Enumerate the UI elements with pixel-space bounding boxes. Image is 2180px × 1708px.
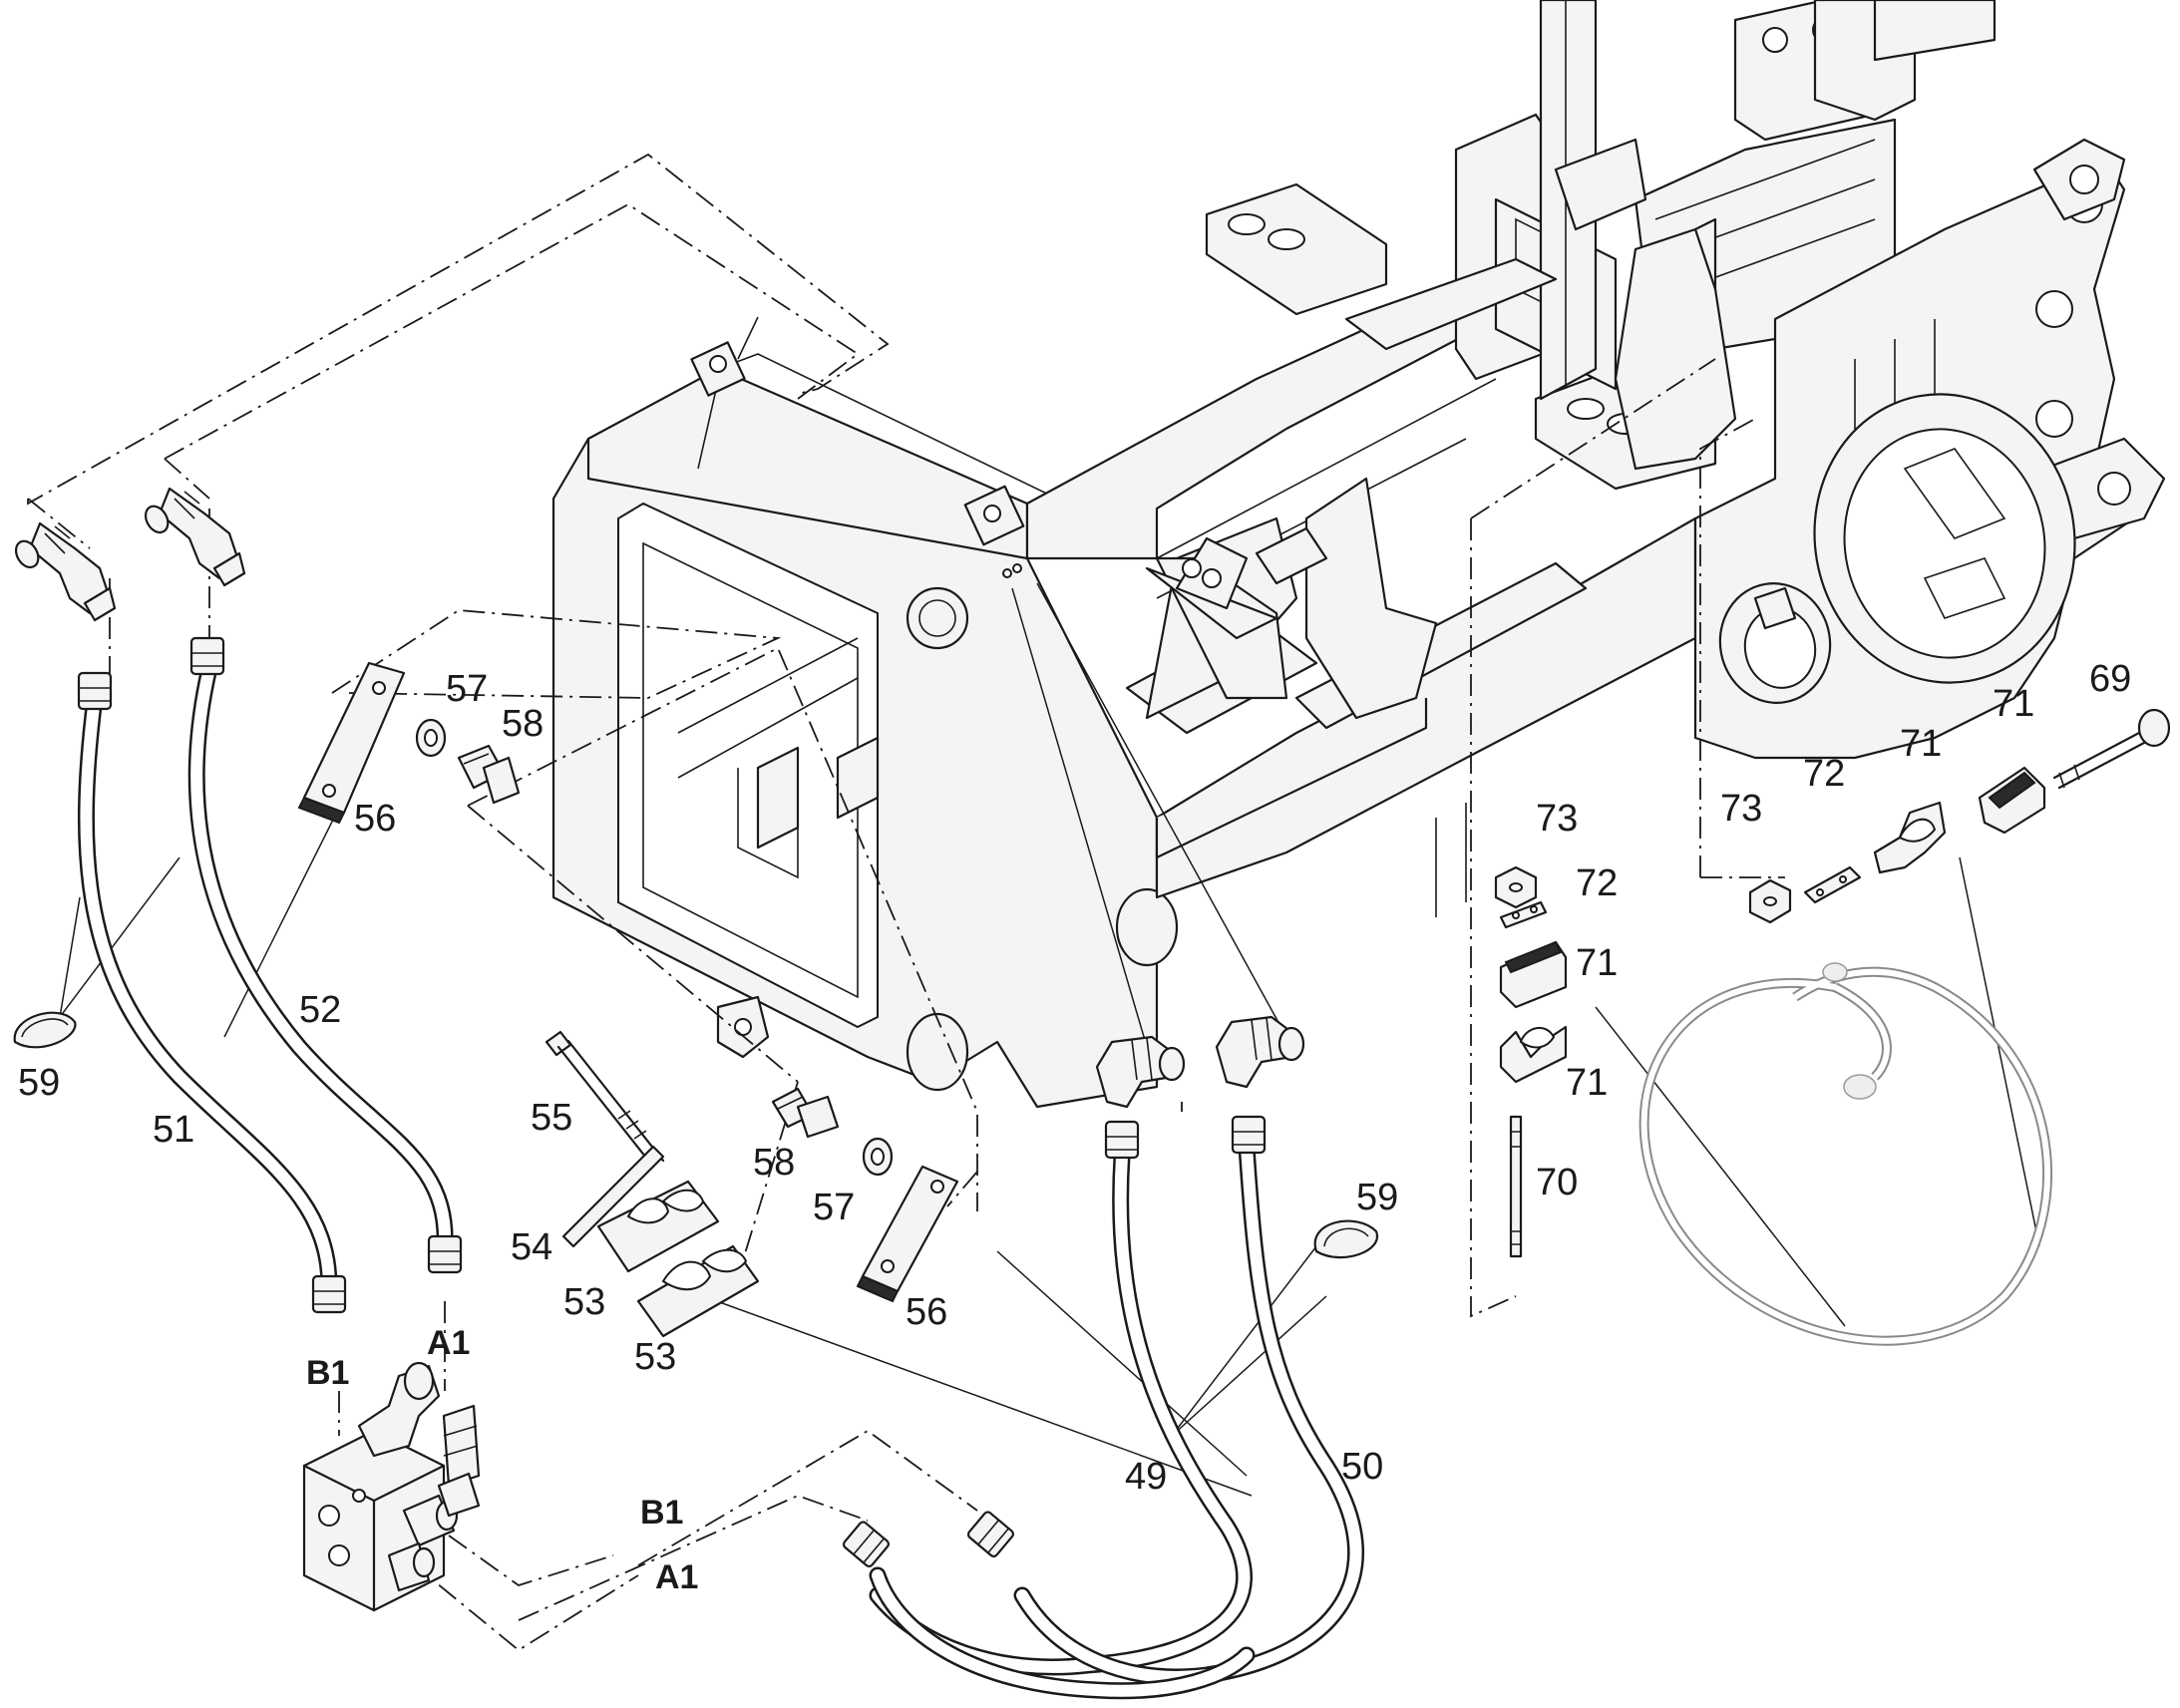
plate-54: [561, 1145, 665, 1248]
label-54: 54: [511, 1226, 552, 1268]
hose-nut: [77, 671, 113, 711]
clamp-half-53-upper: [596, 1180, 720, 1273]
hose-nut: [1231, 1115, 1267, 1155]
label-73-right: 73: [1720, 788, 1762, 830]
label-50: 50: [1341, 1446, 1383, 1488]
label-51: 51: [153, 1109, 194, 1151]
clip-59-left: [13, 1011, 77, 1049]
label-70: 70: [1536, 1162, 1578, 1203]
bolt-55: [545, 1030, 665, 1169]
clamp-71-right-a: [1873, 801, 1947, 874]
clamp-assembly-left: [545, 1030, 760, 1338]
label-53-upper: 53: [563, 1281, 605, 1323]
plate-72-center: [1499, 900, 1548, 929]
elbow-fitting: [1215, 1015, 1305, 1089]
clamp-71-center-upper: [1499, 940, 1568, 1009]
port-labels: B1 A1 B1 A1: [306, 1324, 698, 1596]
label-59-right: 59: [1356, 1177, 1398, 1218]
hose-nut: [427, 1234, 463, 1274]
clamp-71-center-lower: [1499, 1025, 1568, 1084]
valve-fitting-side-1: [402, 1494, 459, 1547]
label-port-a1-route: A1: [655, 1558, 698, 1596]
elbow-fittings-top: [14, 487, 246, 622]
hose-nuts: [77, 636, 1267, 1568]
hose-52: [187, 659, 454, 1255]
clamp-chain-right: [1748, 708, 2171, 924]
clamp-71-right-b: [1978, 766, 2046, 835]
washer-57-upper: [415, 718, 447, 758]
label-71-center-upper: 71: [1576, 942, 1618, 984]
elbow-fittings-center: [1095, 1015, 1305, 1109]
bracket-56-upper: [297, 661, 406, 825]
elbow-fitting: [14, 521, 117, 622]
label-72-center: 72: [1576, 862, 1618, 904]
label-56-lower: 56: [906, 1291, 947, 1333]
label-69: 69: [2089, 658, 2131, 700]
label-71-center-lower: 71: [1566, 1062, 1608, 1104]
label-port-a1-valve: A1: [427, 1324, 470, 1362]
stud-70: [1509, 1115, 1523, 1258]
hose-nut: [966, 1511, 1015, 1558]
label-55: 55: [531, 1097, 572, 1139]
hoses: [77, 659, 2052, 1700]
hose-51: [77, 689, 338, 1295]
label-71-right-a: 71: [1900, 723, 1942, 765]
valve-block: [302, 1361, 481, 1612]
front-tower: [551, 316, 1179, 1109]
label-72-right: 72: [1803, 753, 1845, 795]
label-59-left: 59: [18, 1062, 60, 1104]
nut-73-right: [1748, 878, 1792, 924]
hose-clips: [13, 1011, 1379, 1259]
main-beams: [1025, 267, 1697, 917]
clamp-stack-center: [1494, 865, 1568, 1258]
plate-72-right: [1803, 865, 1862, 904]
rear-section: [1205, 0, 2166, 760]
label-port-b1-route: B1: [640, 1494, 683, 1532]
label-port-b1-valve: B1: [306, 1354, 349, 1392]
hose-50: [1013, 1138, 1365, 1686]
washer-57-lower: [862, 1137, 894, 1177]
elbow-fitting: [1095, 1035, 1186, 1109]
label-57-lower: 57: [813, 1187, 855, 1228]
valve-fitting-side-2: [387, 1541, 436, 1592]
hose-nut: [189, 636, 225, 676]
valve-elbow-b1: [357, 1361, 441, 1458]
bracket-56-lower: [856, 1165, 959, 1303]
coiled-hose: [1638, 962, 2052, 1346]
label-57-upper: 57: [446, 668, 488, 710]
pin-69: [2052, 708, 2171, 790]
elbow-fitting: [144, 487, 246, 587]
label-53-lower: 53: [634, 1336, 676, 1378]
hose-nut: [842, 1521, 891, 1568]
label-58-lower: 58: [753, 1142, 795, 1184]
hose-nut: [311, 1274, 347, 1314]
valve-fitting-a1: [442, 1404, 481, 1488]
label-58-upper: 58: [502, 703, 544, 745]
hose-lower-a1: [869, 1566, 1256, 1700]
chassis-frame: [551, 0, 2166, 1109]
label-56-upper: 56: [354, 798, 396, 840]
hose-nut: [1104, 1120, 1140, 1160]
bolt-58-upper: [457, 744, 521, 805]
label-71-right-b: 71: [1993, 683, 2034, 725]
valve-fitting-side-3: [437, 1472, 481, 1518]
part-labels: 49 50 51 52 53 53 54 55 56 56 57 57 58 5…: [18, 658, 2131, 1498]
nut-73-center: [1494, 865, 1538, 909]
clamp-half-53-lower: [636, 1244, 760, 1338]
mount-hardware: [297, 661, 959, 1303]
bolt-58-lower: [771, 1087, 840, 1139]
clip-59-right: [1313, 1219, 1379, 1259]
label-73-center: 73: [1536, 798, 1578, 840]
label-52: 52: [299, 989, 341, 1031]
hose-49: [869, 1148, 1253, 1676]
label-49: 49: [1125, 1456, 1167, 1498]
